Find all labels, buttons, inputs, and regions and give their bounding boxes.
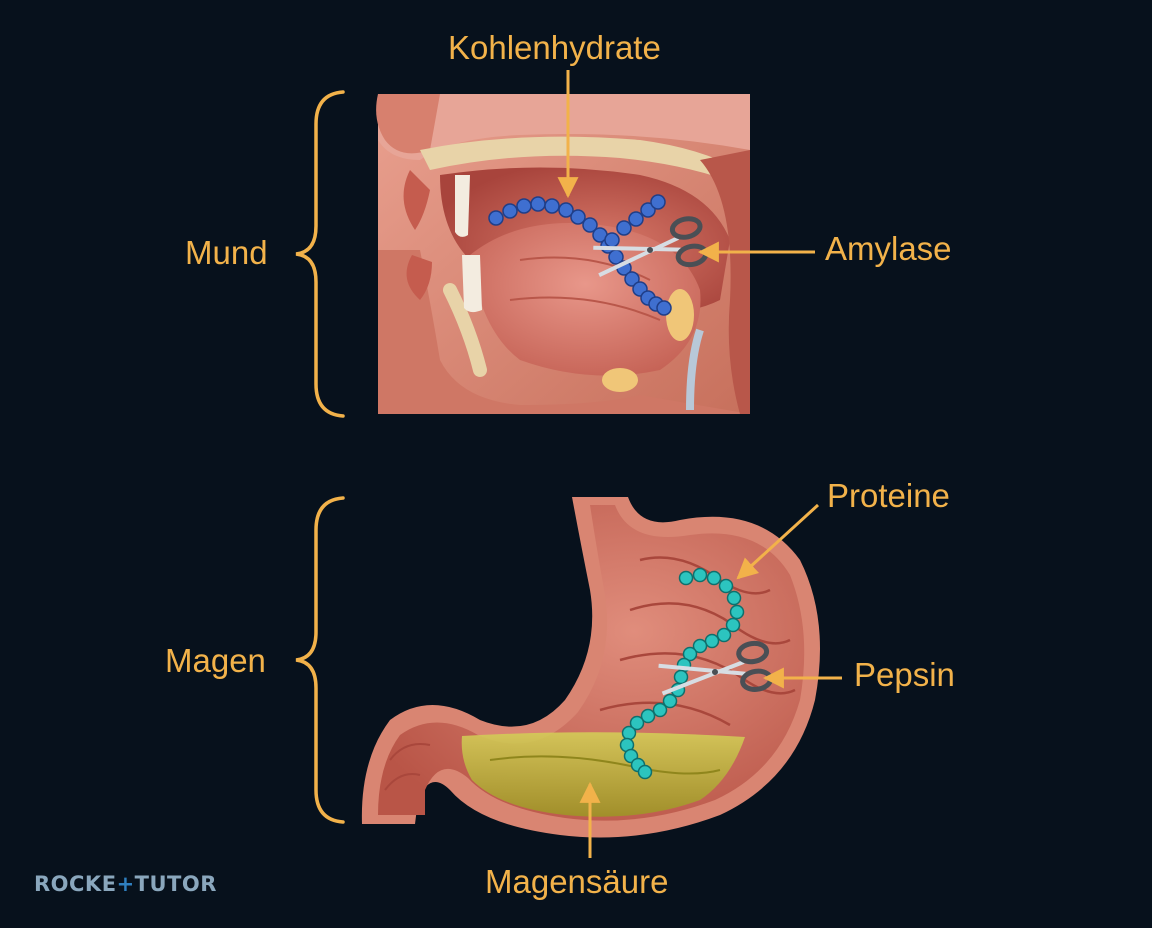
molecule-bead bbox=[682, 646, 698, 662]
carbohydrates-label: Kohlenhydrate bbox=[448, 29, 661, 66]
molecule-bead bbox=[662, 693, 678, 709]
molecule-bead bbox=[516, 198, 532, 214]
molecule-bead bbox=[570, 209, 586, 225]
molecule-bead bbox=[729, 604, 745, 620]
molecule-bead bbox=[637, 764, 653, 780]
molecule-bead bbox=[652, 702, 668, 718]
molecule-bead bbox=[640, 708, 656, 724]
pepsin-label: Pepsin bbox=[854, 656, 955, 693]
molecule-bead bbox=[726, 590, 742, 606]
molecule-bead bbox=[624, 271, 640, 287]
molecule-bead bbox=[544, 198, 560, 214]
molecule-bead bbox=[678, 570, 694, 586]
molecule-bead bbox=[629, 715, 645, 731]
stomach-label: Magen bbox=[165, 642, 266, 679]
molecule-bead bbox=[640, 202, 656, 218]
stomach-brace bbox=[295, 496, 345, 824]
mouth-illustration bbox=[376, 94, 750, 414]
mouth-brace bbox=[295, 90, 345, 418]
molecule-bead bbox=[650, 194, 666, 210]
amylase-label: Amylase bbox=[825, 230, 952, 267]
proteins-arrow bbox=[736, 503, 820, 580]
molecule-bead bbox=[502, 203, 518, 219]
stomach-acid-pool bbox=[461, 732, 745, 817]
molecule-bead bbox=[530, 196, 546, 212]
molecule-bead bbox=[692, 638, 708, 654]
stomach-acid-label: Magensäure bbox=[485, 863, 669, 900]
molecule-bead bbox=[488, 210, 504, 226]
molecule-bead bbox=[656, 300, 672, 316]
molecule-bead bbox=[558, 202, 574, 218]
logo-plus: + bbox=[116, 872, 135, 896]
molecule-bead bbox=[725, 617, 741, 633]
logo-text-part1: ROCKE bbox=[34, 872, 117, 896]
molecule-bead bbox=[616, 220, 632, 236]
molecule-bead bbox=[673, 669, 689, 685]
carbohydrate-chain bbox=[488, 194, 672, 316]
molecule-bead bbox=[582, 217, 598, 233]
brand-logo: ROCKE+TUTOR bbox=[34, 872, 217, 896]
molecule-bead bbox=[706, 570, 722, 586]
molecule-bead bbox=[716, 627, 732, 643]
molecule-bead bbox=[604, 232, 620, 248]
proteins-label: Proteine bbox=[827, 477, 950, 514]
molecule-bead bbox=[718, 578, 734, 594]
molecule-bead bbox=[692, 567, 708, 583]
molecule-bead bbox=[704, 633, 720, 649]
molecule-bead bbox=[628, 211, 644, 227]
mouth-label: Mund bbox=[185, 234, 268, 271]
molecule-bead bbox=[621, 725, 637, 741]
logo-text-part2: TUTOR bbox=[134, 872, 217, 896]
